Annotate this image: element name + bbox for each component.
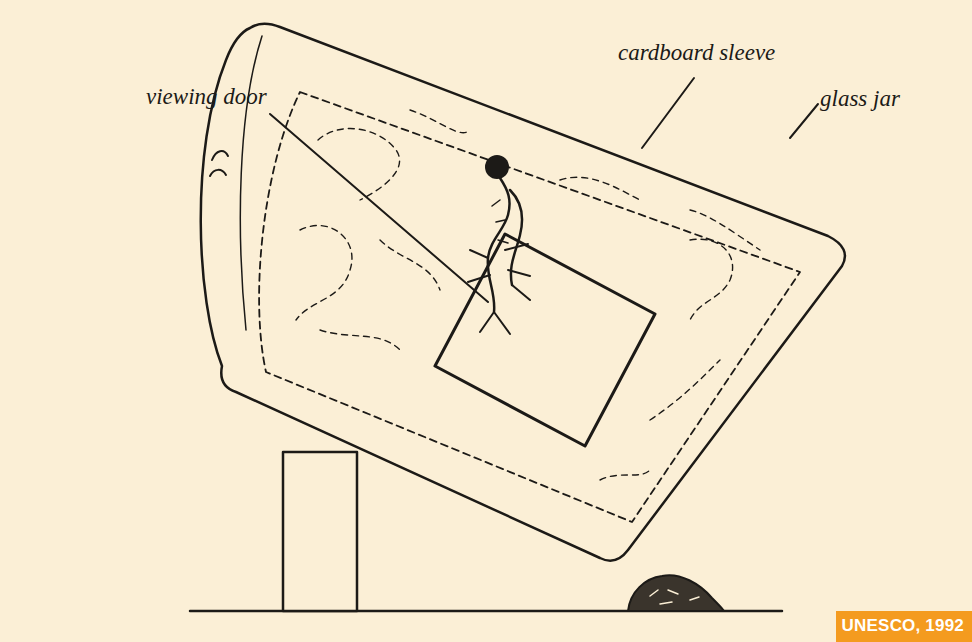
glass-jar <box>201 24 845 561</box>
credit-text: UNESCO, 1992 <box>836 611 972 636</box>
soil-tunnels <box>296 110 760 480</box>
part-label: glass jar <box>820 86 900 112</box>
rock-texture <box>650 590 699 604</box>
jar-glint <box>210 151 228 176</box>
leader-line <box>790 104 818 138</box>
cardboard-sleeve <box>259 92 800 522</box>
credit-box: UNESCO, 1992 <box>836 611 972 642</box>
part-label: viewing door <box>146 84 267 110</box>
support-block <box>283 452 357 611</box>
part-label: cardboard sleeve <box>618 40 775 66</box>
rock <box>628 575 724 611</box>
leader-line <box>270 114 488 302</box>
viewing-door <box>435 234 655 446</box>
leader-line <box>642 78 694 148</box>
